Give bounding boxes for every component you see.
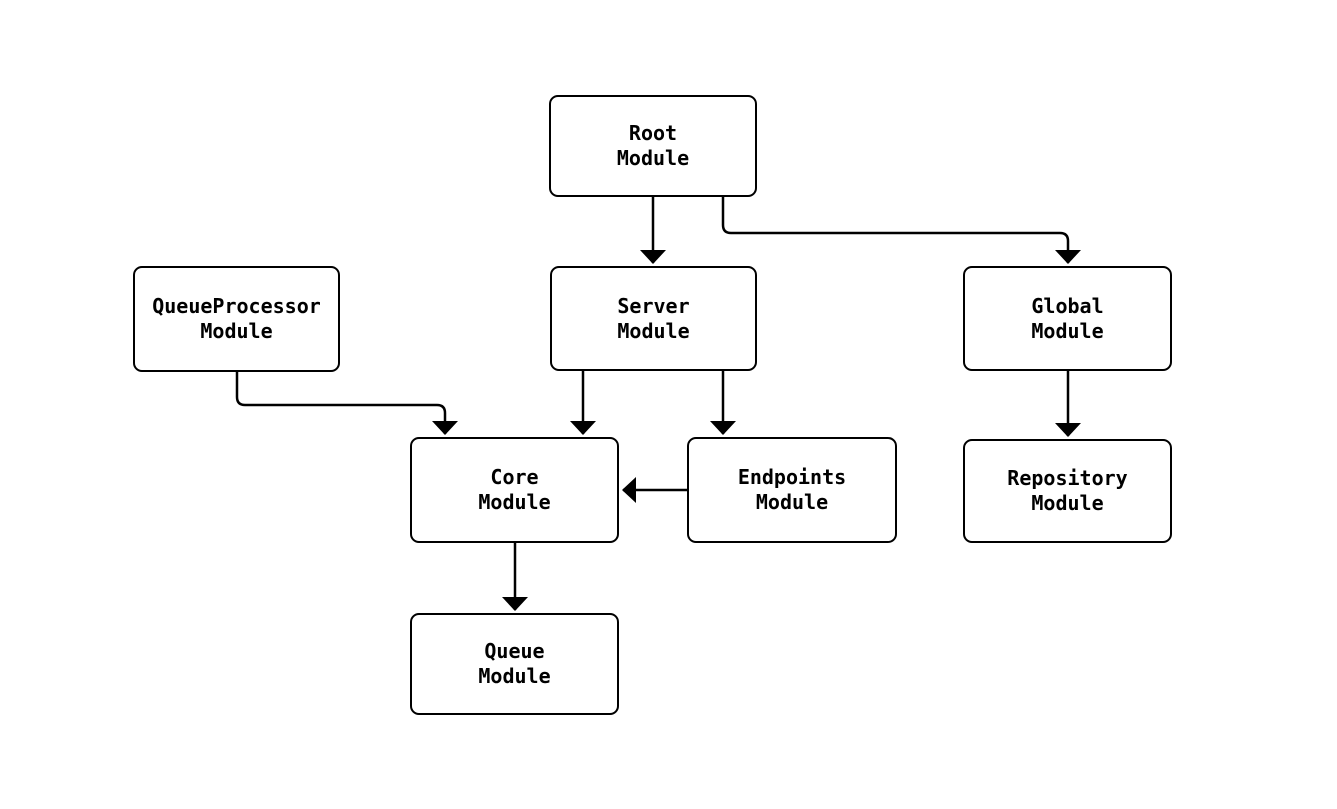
node-global-module: Global Module xyxy=(963,266,1172,371)
node-root-module: Root Module xyxy=(549,95,757,197)
edge-root-to-global xyxy=(721,197,1081,264)
node-endpoints-module: Endpoints Module xyxy=(687,437,897,543)
node-server-module: Server Module xyxy=(550,266,757,371)
node-core-module: Core Module xyxy=(410,437,619,543)
node-repository-module: Repository Module xyxy=(963,439,1172,543)
node-queue-module: Queue Module xyxy=(410,613,619,715)
node-queueprocessor-module: QueueProcessor Module xyxy=(133,266,340,372)
edge-queueprocessor-to-core xyxy=(235,372,458,435)
